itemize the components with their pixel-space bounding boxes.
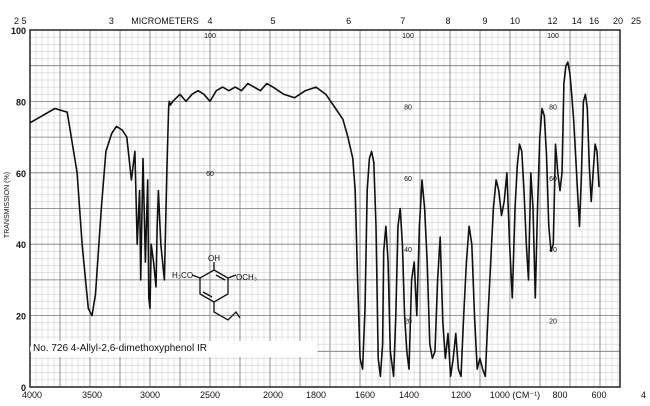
- methoxy-bond-right: [227, 274, 237, 279]
- top-tick-label: 10: [510, 16, 520, 26]
- scale-mark-label: 20: [404, 319, 412, 326]
- scale-mark-label: 100: [204, 33, 216, 40]
- structure-label-oh: OH: [208, 254, 220, 263]
- top-tick-label: 14: [572, 16, 582, 26]
- top-tick-label: 8: [445, 16, 450, 26]
- y-tick-label: 100: [11, 26, 26, 36]
- scale-mark-label: 100: [547, 33, 559, 40]
- x-tick-label: 1600: [355, 390, 375, 400]
- scale-mark-label: 80: [549, 104, 557, 111]
- y-axis-ticks: 0 20 40 60 80 100: [11, 26, 26, 393]
- chart-caption: No. 726 4-Allyl-2,6-dimethoxyphenol IR: [30, 341, 318, 357]
- scale-mark-label: 60: [549, 176, 557, 183]
- scale-mark-label: 20: [549, 319, 557, 326]
- x-tick-label: 4000: [22, 390, 42, 400]
- x-tick-label: 1200: [451, 390, 471, 400]
- top-axis-title: MICROMETERS: [131, 16, 199, 26]
- scale-mark-label: 60: [404, 176, 412, 183]
- top-tick-label: 6: [346, 16, 351, 26]
- top-tick-label: 9: [482, 16, 487, 26]
- allyl-chain: [213, 302, 241, 321]
- scale-mark-label: 40: [404, 247, 412, 254]
- y-tick-label: 60: [16, 169, 26, 179]
- x-tick-label: 2000: [263, 390, 283, 400]
- grid-major: [29, 29, 620, 388]
- top-tick-label: 4: [207, 16, 212, 26]
- x-tick-label: 4: [641, 390, 646, 400]
- scale-mark-label: 100: [402, 33, 414, 40]
- bottom-axis-ticks: 4000 3500 3000 2500 2000 1800 1600 1400 1200 1000…: [22, 390, 646, 400]
- in-plot-scale-marks: 100 100 80 60 40 20 100 80 60 40 20 60: [204, 33, 559, 326]
- scale-mark-label: 80: [404, 104, 412, 111]
- x-tick-label: 2500: [200, 390, 220, 400]
- methoxy-bond-left: [191, 274, 201, 279]
- x-tick-label: 3000: [140, 390, 160, 400]
- molecule-structure: [191, 262, 241, 321]
- inner-ring-bonds: [215, 274, 226, 281]
- inner-ring-bonds-2: [202, 291, 213, 298]
- spectrum-line: [29, 61, 600, 378]
- y-axis-title: TRANSMISSION (%): [4, 172, 11, 238]
- structure-label-h3co: H₃CO: [172, 271, 193, 280]
- plot-frame: [29, 29, 621, 388]
- x-tick-label: 1800: [306, 390, 326, 400]
- x-tick-label: 3500: [82, 390, 102, 400]
- y-tick-label: 80: [16, 97, 26, 107]
- structure-label-och3: OCH₃: [236, 273, 257, 282]
- top-tick-label: 25: [631, 16, 641, 26]
- x-tick-label: 1400: [399, 390, 419, 400]
- top-tick-label: 12: [547, 16, 557, 26]
- top-tick-label: 20: [613, 16, 623, 26]
- top-tick-label: 5: [270, 16, 275, 26]
- scale-mark-label: 60: [206, 171, 214, 178]
- top-tick-label: 7: [400, 16, 405, 26]
- top-tick-label: 3: [109, 16, 114, 26]
- x-tick-label: 800: [552, 390, 567, 400]
- x-tick-label: 1000 (CM⁻¹): [490, 390, 540, 400]
- top-tick-label: 16: [589, 16, 599, 26]
- y-tick-label: 40: [16, 240, 26, 250]
- top-axis-ticks: 2 5 3 4 5 6 7 8 9 10 12 14 16 20 25: [14, 16, 641, 26]
- top-tick-label: 2 5: [14, 16, 27, 26]
- y-tick-label: 20: [16, 312, 26, 322]
- y-tick-label: 0: [21, 383, 26, 393]
- x-tick-label: 600: [591, 390, 606, 400]
- scale-mark-label: 40: [549, 247, 557, 254]
